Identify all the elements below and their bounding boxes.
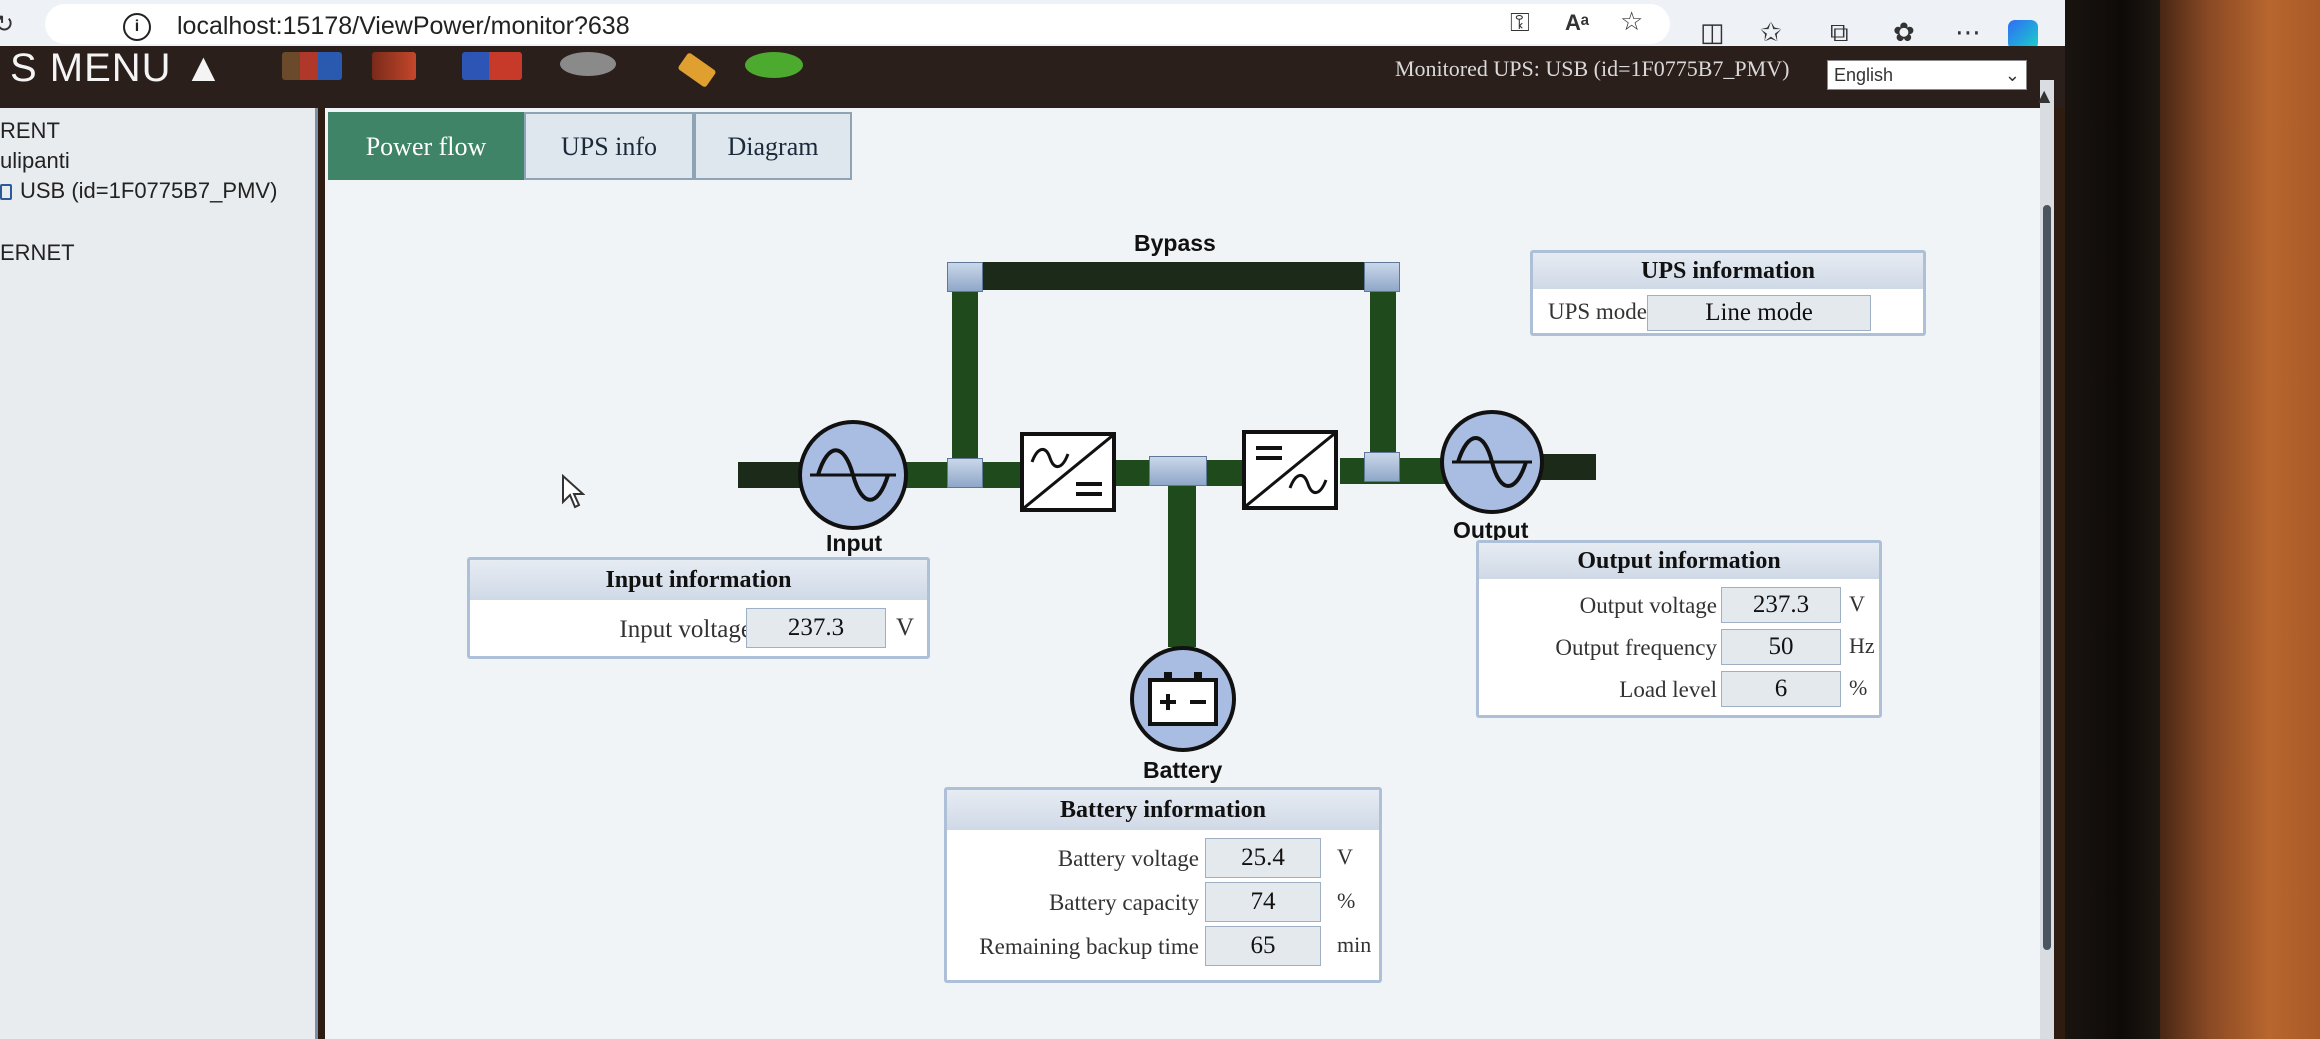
- extensions-icon[interactable]: ✿: [1893, 18, 1915, 48]
- scroll-up-arrow-icon[interactable]: ▲: [2038, 86, 2051, 105]
- ups-info-panel: UPS information UPS mode Line mode: [1530, 250, 1926, 336]
- output-label: Output: [1453, 517, 1529, 543]
- input-node[interactable]: [798, 420, 908, 530]
- remaining-backup-time-unit: min: [1337, 932, 1372, 957]
- tab-ups-info[interactable]: UPS info: [524, 112, 694, 180]
- ups-info-title: UPS information: [1533, 253, 1923, 289]
- input-joint: [947, 458, 983, 488]
- favorite-star-icon[interactable]: ☆: [1620, 7, 1644, 37]
- url-text[interactable]: localhost:15178/ViewPower/monitor?638: [177, 12, 630, 40]
- app-header: S MENU ▲ Monitored UPS: USB (id=1F0775B7…: [0, 46, 2065, 108]
- tree-item[interactable]: ulipanti: [0, 148, 70, 173]
- desk-background: [2150, 0, 2320, 1039]
- site-info-icon[interactable]: i: [123, 13, 151, 41]
- battery-icon: [1148, 672, 1218, 726]
- usb-device-icon: [0, 184, 12, 200]
- ac-sine-icon: [1452, 436, 1532, 488]
- inverter-box: [1242, 430, 1338, 510]
- language-select[interactable]: English ⌄: [1827, 60, 2027, 90]
- tree-item[interactable]: RENT: [0, 118, 60, 143]
- toolbar-disc-icon[interactable]: [560, 52, 616, 76]
- more-options-icon[interactable]: ⋯: [1955, 18, 1981, 48]
- toolbar-books-icon[interactable]: [282, 52, 342, 80]
- output-voltage-value: 237.3: [1721, 587, 1841, 623]
- load-level-value: 6: [1721, 671, 1841, 707]
- output-voltage-label: Output voltage: [1579, 593, 1717, 618]
- battery-voltage-label: Battery voltage: [1057, 846, 1199, 871]
- bypass-label: Bypass: [1134, 230, 1216, 256]
- battery-capacity-unit: %: [1337, 888, 1356, 913]
- back-icon[interactable]: ↻: [0, 10, 15, 38]
- battery-info-panel: Battery information Battery voltage 25.4…: [944, 787, 1382, 983]
- dc-ac-converter-icon: [1245, 432, 1335, 508]
- battery-capacity-value: 74: [1205, 882, 1321, 922]
- menu-title[interactable]: S MENU ▲: [10, 46, 225, 90]
- battery-info-title: Battery information: [947, 790, 1379, 830]
- load-level-unit: %: [1849, 675, 1868, 700]
- battery-wire: [1168, 485, 1196, 647]
- battery-voltage-unit: V: [1337, 844, 1353, 869]
- address-bar[interactable]: i localhost:15178/ViewPower/monitor?638 …: [45, 4, 1670, 44]
- load-level-label: Load level: [1619, 677, 1717, 702]
- remaining-backup-time-value: 65: [1205, 926, 1321, 966]
- input-voltage-unit: V: [896, 614, 915, 641]
- ups-mode-label: UPS mode: [1547, 299, 1647, 324]
- rectifier-box: [1020, 432, 1116, 512]
- output-frequency-unit: Hz: [1849, 633, 1875, 658]
- input-info-title: Input information: [470, 560, 927, 600]
- chevron-down-icon: ⌄: [2004, 65, 2020, 85]
- tree-item-usb-device[interactable]: USB (id=1F0775B7_PMV): [20, 178, 278, 203]
- split-screen-icon[interactable]: ◫: [1700, 18, 1725, 48]
- input-voltage-label: Input voltage: [619, 616, 752, 643]
- remaining-backup-time-label: Remaining backup time: [979, 934, 1199, 959]
- toolbar-green-icon[interactable]: [745, 52, 803, 78]
- mouse-cursor-icon: [562, 474, 585, 509]
- favorites-icon[interactable]: ✩: [1760, 18, 1782, 48]
- input-info-panel: Input information Input voltage 237.3 V: [467, 557, 930, 659]
- battery-bus-joint: [1149, 456, 1207, 486]
- output-frequency-label: Output frequency: [1555, 635, 1717, 660]
- copilot-icon[interactable]: [2008, 20, 2038, 50]
- tree-item[interactable]: ERNET: [0, 240, 75, 265]
- battery-node[interactable]: [1130, 646, 1236, 752]
- tab-power-flow[interactable]: Power flow: [328, 112, 524, 180]
- device-tree-panel: RENT ulipanti USB (id=1F0775B7_PMV) ERNE…: [0, 108, 318, 1039]
- ups-mode-value: Line mode: [1647, 295, 1871, 331]
- input-voltage-value: 237.3: [746, 608, 886, 648]
- ac-sine-icon: [810, 448, 896, 502]
- output-line-wire: [1540, 454, 1596, 480]
- toolbar-pencil-icon[interactable]: [677, 52, 717, 88]
- bypass-left-riser: [952, 278, 978, 460]
- monitored-ups-text: Monitored UPS: USB (id=1F0775B7_PMV): [1395, 56, 1790, 81]
- output-info-title: Output information: [1479, 543, 1879, 579]
- battery-label: Battery: [1143, 757, 1223, 783]
- read-aloud-icon[interactable]: Aᵃ: [1565, 10, 1590, 35]
- tab-diagram[interactable]: Diagram: [694, 112, 852, 180]
- ac-dc-converter-icon: [1023, 434, 1113, 510]
- bypass-joint-left: [947, 262, 983, 292]
- key-icon[interactable]: ⚿: [1510, 8, 1530, 38]
- bypass-joint-right: [1364, 262, 1400, 292]
- scrollbar-thumb[interactable]: [2043, 205, 2051, 950]
- output-joint: [1364, 452, 1400, 482]
- output-node[interactable]: [1440, 410, 1544, 514]
- battery-capacity-label: Battery capacity: [1048, 890, 1199, 915]
- output-info-panel: Output information Output voltage 237.3 …: [1476, 540, 1882, 718]
- language-value: English: [1834, 65, 1894, 85]
- toolbar-chart-icon[interactable]: [462, 52, 522, 80]
- input-label: Input: [826, 530, 883, 556]
- bypass-wire: [963, 262, 1381, 290]
- output-voltage-unit: V: [1849, 591, 1865, 616]
- bypass-right-riser: [1370, 278, 1396, 456]
- output-frequency-value: 50: [1721, 629, 1841, 665]
- toolbar-records-icon[interactable]: [372, 52, 416, 80]
- collections-icon[interactable]: ⧉: [1830, 18, 1849, 48]
- laptop-bezel: [2065, 0, 2160, 1039]
- battery-voltage-value: 25.4: [1205, 838, 1321, 878]
